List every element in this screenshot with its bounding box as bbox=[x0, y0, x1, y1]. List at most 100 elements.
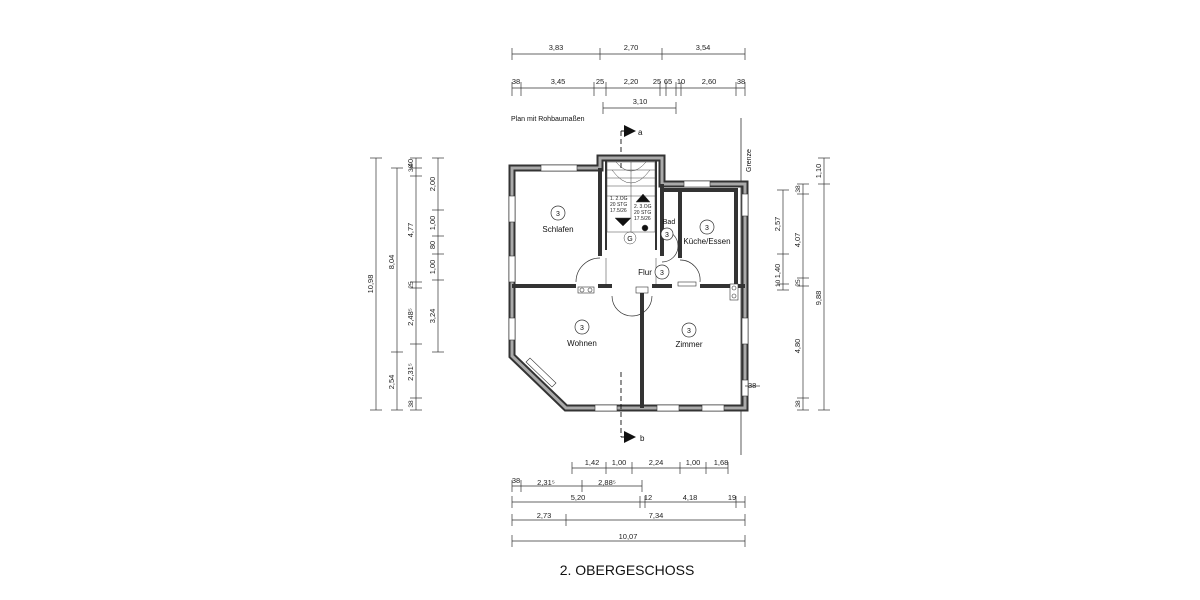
svg-text:b: b bbox=[640, 434, 645, 443]
svg-text:Flur: Flur bbox=[638, 268, 652, 277]
svg-text:2,48⁵: 2,48⁵ bbox=[406, 308, 415, 326]
radiators bbox=[577, 281, 739, 301]
svg-text:2,73: 2,73 bbox=[537, 511, 552, 520]
svg-text:40: 40 bbox=[406, 159, 415, 167]
svg-text:3: 3 bbox=[665, 232, 669, 239]
room-zimmer: 3 Zimmer bbox=[675, 322, 703, 349]
dim-label: 38 bbox=[737, 77, 745, 86]
svg-text:38: 38 bbox=[748, 381, 756, 390]
svg-text:3,24: 3,24 bbox=[428, 309, 437, 324]
svg-text:Zimmer: Zimmer bbox=[675, 340, 702, 349]
dim-label: 25 bbox=[596, 77, 604, 86]
svg-text:3: 3 bbox=[687, 328, 691, 335]
svg-text:3: 3 bbox=[556, 211, 560, 218]
dim-label: 3,10 bbox=[633, 97, 648, 106]
room-schlafen: 3 Schlafen bbox=[542, 205, 574, 234]
svg-text:4,07: 4,07 bbox=[793, 233, 802, 248]
dim-label: 3,45 bbox=[551, 77, 566, 86]
svg-text:12: 12 bbox=[644, 493, 652, 502]
svg-text:1,68: 1,68 bbox=[714, 458, 729, 467]
dim-label: 3,83 bbox=[549, 43, 564, 52]
dim-label: 38 bbox=[512, 77, 520, 86]
svg-text:38: 38 bbox=[512, 476, 520, 485]
section-marker-a: a bbox=[620, 125, 643, 170]
svg-text:2,00: 2,00 bbox=[428, 177, 437, 192]
svg-text:20 STG: 20 STG bbox=[610, 202, 627, 208]
svg-text:1,42: 1,42 bbox=[585, 458, 600, 467]
svg-text:1,00: 1,00 bbox=[686, 458, 701, 467]
right-dimension-labels: 2,57 1,40 10 38 4,07 25 4,80 38 1,10 9,8… bbox=[748, 164, 823, 408]
right-dimension-chains bbox=[745, 157, 830, 411]
svg-text:38: 38 bbox=[408, 400, 415, 408]
dim-label: 10 bbox=[677, 77, 685, 86]
interior-walls bbox=[512, 160, 745, 408]
room-kueche-essen: 3 Küche/Essen bbox=[683, 219, 731, 246]
dim-label: 2,70 bbox=[624, 43, 639, 52]
svg-text:Wohnen: Wohnen bbox=[567, 339, 597, 348]
svg-text:1. 2.OG: 1. 2.OG bbox=[610, 196, 628, 202]
svg-text:38: 38 bbox=[795, 185, 802, 193]
svg-text:a: a bbox=[638, 128, 643, 137]
svg-text:1,40: 1,40 bbox=[773, 264, 782, 279]
dim-label: 2,60 bbox=[702, 77, 717, 86]
exterior-walls bbox=[508, 154, 749, 412]
svg-text:2,31⁵: 2,31⁵ bbox=[406, 363, 415, 381]
svg-text:9,88: 9,88 bbox=[814, 291, 823, 306]
top-dimension-labels: 3,83 2,70 3,54 38 3,45 25 2,20 25 65 10 … bbox=[512, 43, 745, 106]
svg-text:2,54: 2,54 bbox=[387, 375, 396, 390]
top-dimension-chains bbox=[511, 48, 746, 114]
svg-text:Bad: Bad bbox=[663, 219, 676, 226]
svg-text:2. 3.OG: 2. 3.OG bbox=[634, 204, 652, 210]
svg-text:80: 80 bbox=[428, 241, 437, 249]
svg-text:1,10: 1,10 bbox=[814, 164, 823, 179]
svg-text:25: 25 bbox=[795, 279, 802, 287]
svg-text:2,88⁵: 2,88⁵ bbox=[598, 478, 616, 487]
svg-text:4,80: 4,80 bbox=[793, 339, 802, 354]
dim-label: 25 bbox=[653, 77, 661, 86]
svg-text:10,98: 10,98 bbox=[366, 275, 375, 294]
svg-text:2,31⁵: 2,31⁵ bbox=[537, 478, 555, 487]
left-dimension-labels: 10,98 8,04 2,54 40 38 4,77 25 2,48⁵ 2,31… bbox=[366, 159, 437, 408]
svg-text:38: 38 bbox=[408, 164, 415, 172]
dim-label: 3,54 bbox=[696, 43, 711, 52]
stair-annotations: 1. 2.OG 20 STG 17.5/26 2. 3.OG 20 STG 17… bbox=[610, 196, 652, 243]
svg-text:4,18: 4,18 bbox=[683, 493, 698, 502]
section-marker-b: b bbox=[620, 372, 645, 443]
svg-text:Küche/Essen: Küche/Essen bbox=[683, 237, 730, 246]
svg-text:4,77: 4,77 bbox=[406, 223, 415, 238]
svg-text:3: 3 bbox=[660, 270, 664, 277]
svg-text:G: G bbox=[627, 236, 632, 243]
svg-text:3: 3 bbox=[580, 325, 584, 332]
svg-text:17.5/26: 17.5/26 bbox=[634, 216, 651, 222]
staircase bbox=[606, 161, 656, 245]
svg-text:2,57: 2,57 bbox=[773, 217, 782, 232]
svg-text:10,07: 10,07 bbox=[619, 532, 638, 541]
svg-text:20 STG: 20 STG bbox=[634, 210, 651, 216]
svg-text:5,20: 5,20 bbox=[571, 493, 586, 502]
svg-text:3: 3 bbox=[705, 225, 709, 232]
svg-text:Schlafen: Schlafen bbox=[542, 225, 573, 234]
svg-text:1,00: 1,00 bbox=[612, 458, 627, 467]
plan-note: Plan mit Rohbaumaßen bbox=[511, 116, 585, 123]
page-title: 2. OBERGESCHOSS bbox=[560, 562, 695, 578]
room-bad: Bad 3 bbox=[660, 219, 676, 241]
svg-text:Grenze: Grenze bbox=[746, 149, 753, 172]
dim-label: 2,20 bbox=[624, 77, 639, 86]
svg-text:8,04: 8,04 bbox=[387, 255, 396, 270]
svg-text:7,34: 7,34 bbox=[649, 511, 664, 520]
svg-text:10: 10 bbox=[775, 279, 782, 287]
svg-text:2,24: 2,24 bbox=[649, 458, 664, 467]
svg-text:17.5/26: 17.5/26 bbox=[610, 208, 627, 214]
svg-text:25: 25 bbox=[408, 281, 415, 289]
bottom-dimension-chains bbox=[511, 462, 746, 547]
svg-text:1,00: 1,00 bbox=[428, 260, 437, 275]
svg-text:19: 19 bbox=[728, 493, 736, 502]
room-wohnen: 3 Wohnen bbox=[567, 319, 597, 348]
windows bbox=[508, 164, 749, 412]
dim-label: 65 bbox=[664, 77, 672, 86]
svg-text:38: 38 bbox=[795, 400, 802, 408]
bottom-dimension-labels: 1,42 1,00 2,24 1,00 1,68 38 2,31⁵ 2,88⁵ … bbox=[512, 458, 736, 541]
left-dimension-chains bbox=[370, 157, 444, 411]
svg-text:1,00: 1,00 bbox=[428, 216, 437, 231]
